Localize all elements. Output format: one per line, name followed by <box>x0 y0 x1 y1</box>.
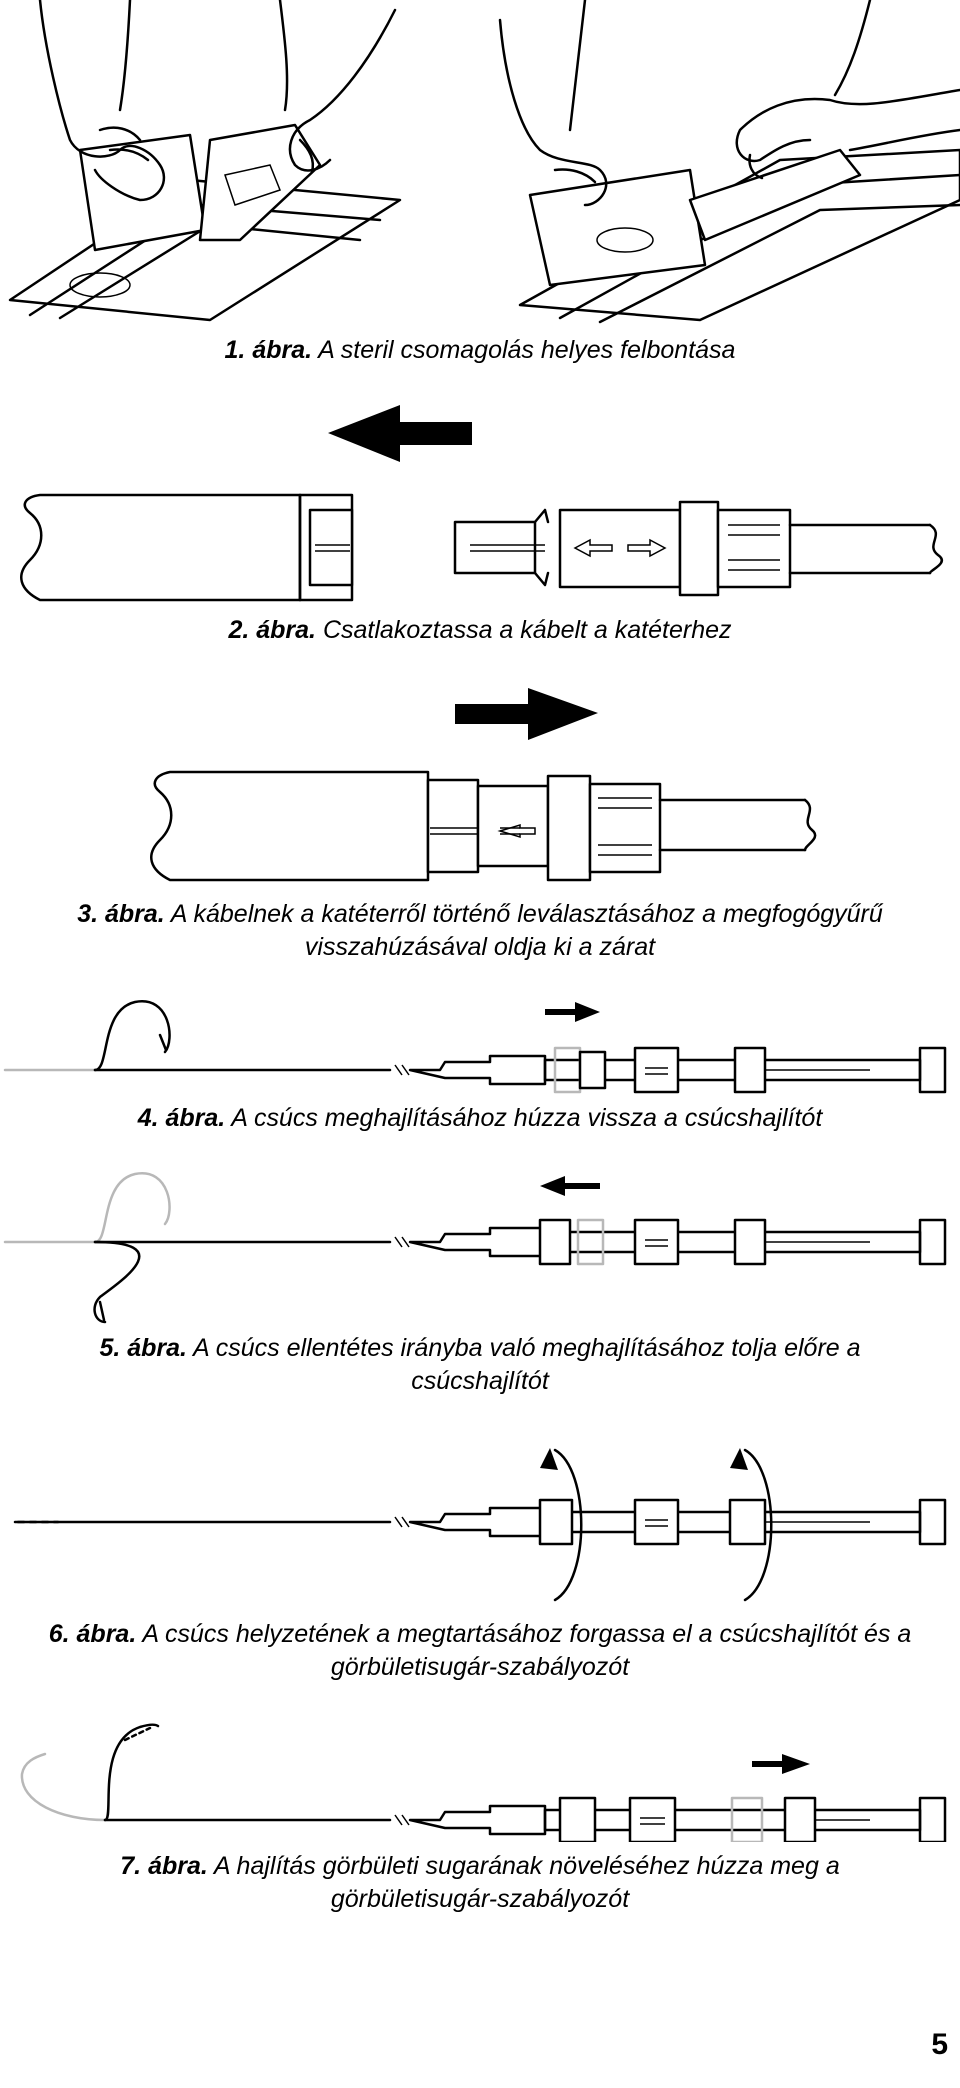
figure-6-number: 6. ábra. <box>48 1620 137 1648</box>
figure-2-text: Csatlakoztassa a kábelt a katéterhez <box>316 616 732 644</box>
figure-4-number: 4. ábra. <box>137 1104 226 1132</box>
figure-1-text: A steril csomagolás helyes felbontása <box>312 336 736 364</box>
arrow-left-icon <box>540 1176 600 1196</box>
figure-6-text-line2: görbületisugár-szabályozót <box>330 1653 630 1681</box>
figure-2-number: 2. ábra. <box>228 616 317 644</box>
figure-7-caption: 7. ábra. A hajlítás görbületi sugarának … <box>0 1850 960 1916</box>
figure-3-caption: 3. ábra. A kábelnek a katéterről történő… <box>0 898 960 964</box>
arrow-left-icon <box>328 405 472 462</box>
figure-5-illustration <box>0 1162 960 1332</box>
arrow-right-icon <box>752 1754 810 1774</box>
figure-5-caption: 5. ábra. A csúcs ellentétes irányba való… <box>0 1332 960 1398</box>
figure-6-caption: 6. ábra. A csúcs helyzetének a megtartás… <box>0 1618 960 1684</box>
figure-4-text: A csúcs meghajlításához húzza vissza a c… <box>225 1104 823 1132</box>
figure-5-text: A csúcs ellentétes irányba való meghajlí… <box>187 1334 861 1362</box>
page-number: 5 <box>931 2028 948 2061</box>
figure-7-illustration <box>0 1712 960 1842</box>
figure-5-number: 5. ábra. <box>99 1334 188 1362</box>
arrow-right-icon <box>545 1002 600 1022</box>
figure-1-caption: 1. ábra. A steril csomagolás helyes felb… <box>0 334 960 367</box>
figure-2-caption: 2. ábra. Csatlakoztassa a kábelt a katét… <box>0 614 960 647</box>
rotation-arrow-icon <box>553 1448 583 1602</box>
figure-2-illustration <box>0 395 960 605</box>
figure-3-number: 3. ábra. <box>77 900 165 928</box>
rotation-arrow-icon-2 <box>743 1448 773 1602</box>
figure-4-caption: 4. ábra. A csúcs meghajlításához húzza v… <box>0 1102 960 1135</box>
figure-3-text: A kábelnek a katéterről történő leválasz… <box>164 900 883 928</box>
figure-4-illustration <box>0 990 960 1100</box>
figure-7-text-line2: görbületisugár-szabályozót <box>330 1885 630 1913</box>
figure-3-text-line2: visszahúzásával oldja ki a zárat <box>304 933 656 961</box>
figure-5-text-line2: csúcshajlítót <box>411 1367 549 1395</box>
figure-3-illustration <box>0 680 960 890</box>
figure-7-number: 7. ábra. <box>120 1852 208 1880</box>
figure-7-text: A hajlítás görbületi sugarának növeléséh… <box>207 1852 840 1880</box>
figure-6-illustration <box>0 1440 960 1610</box>
figure-1-illustration <box>0 0 960 330</box>
arrow-right-icon <box>455 688 598 740</box>
figure-6-text: A csúcs helyzetének a megtartásához forg… <box>136 1620 912 1648</box>
figure-1-number: 1. ábra. <box>224 336 313 364</box>
